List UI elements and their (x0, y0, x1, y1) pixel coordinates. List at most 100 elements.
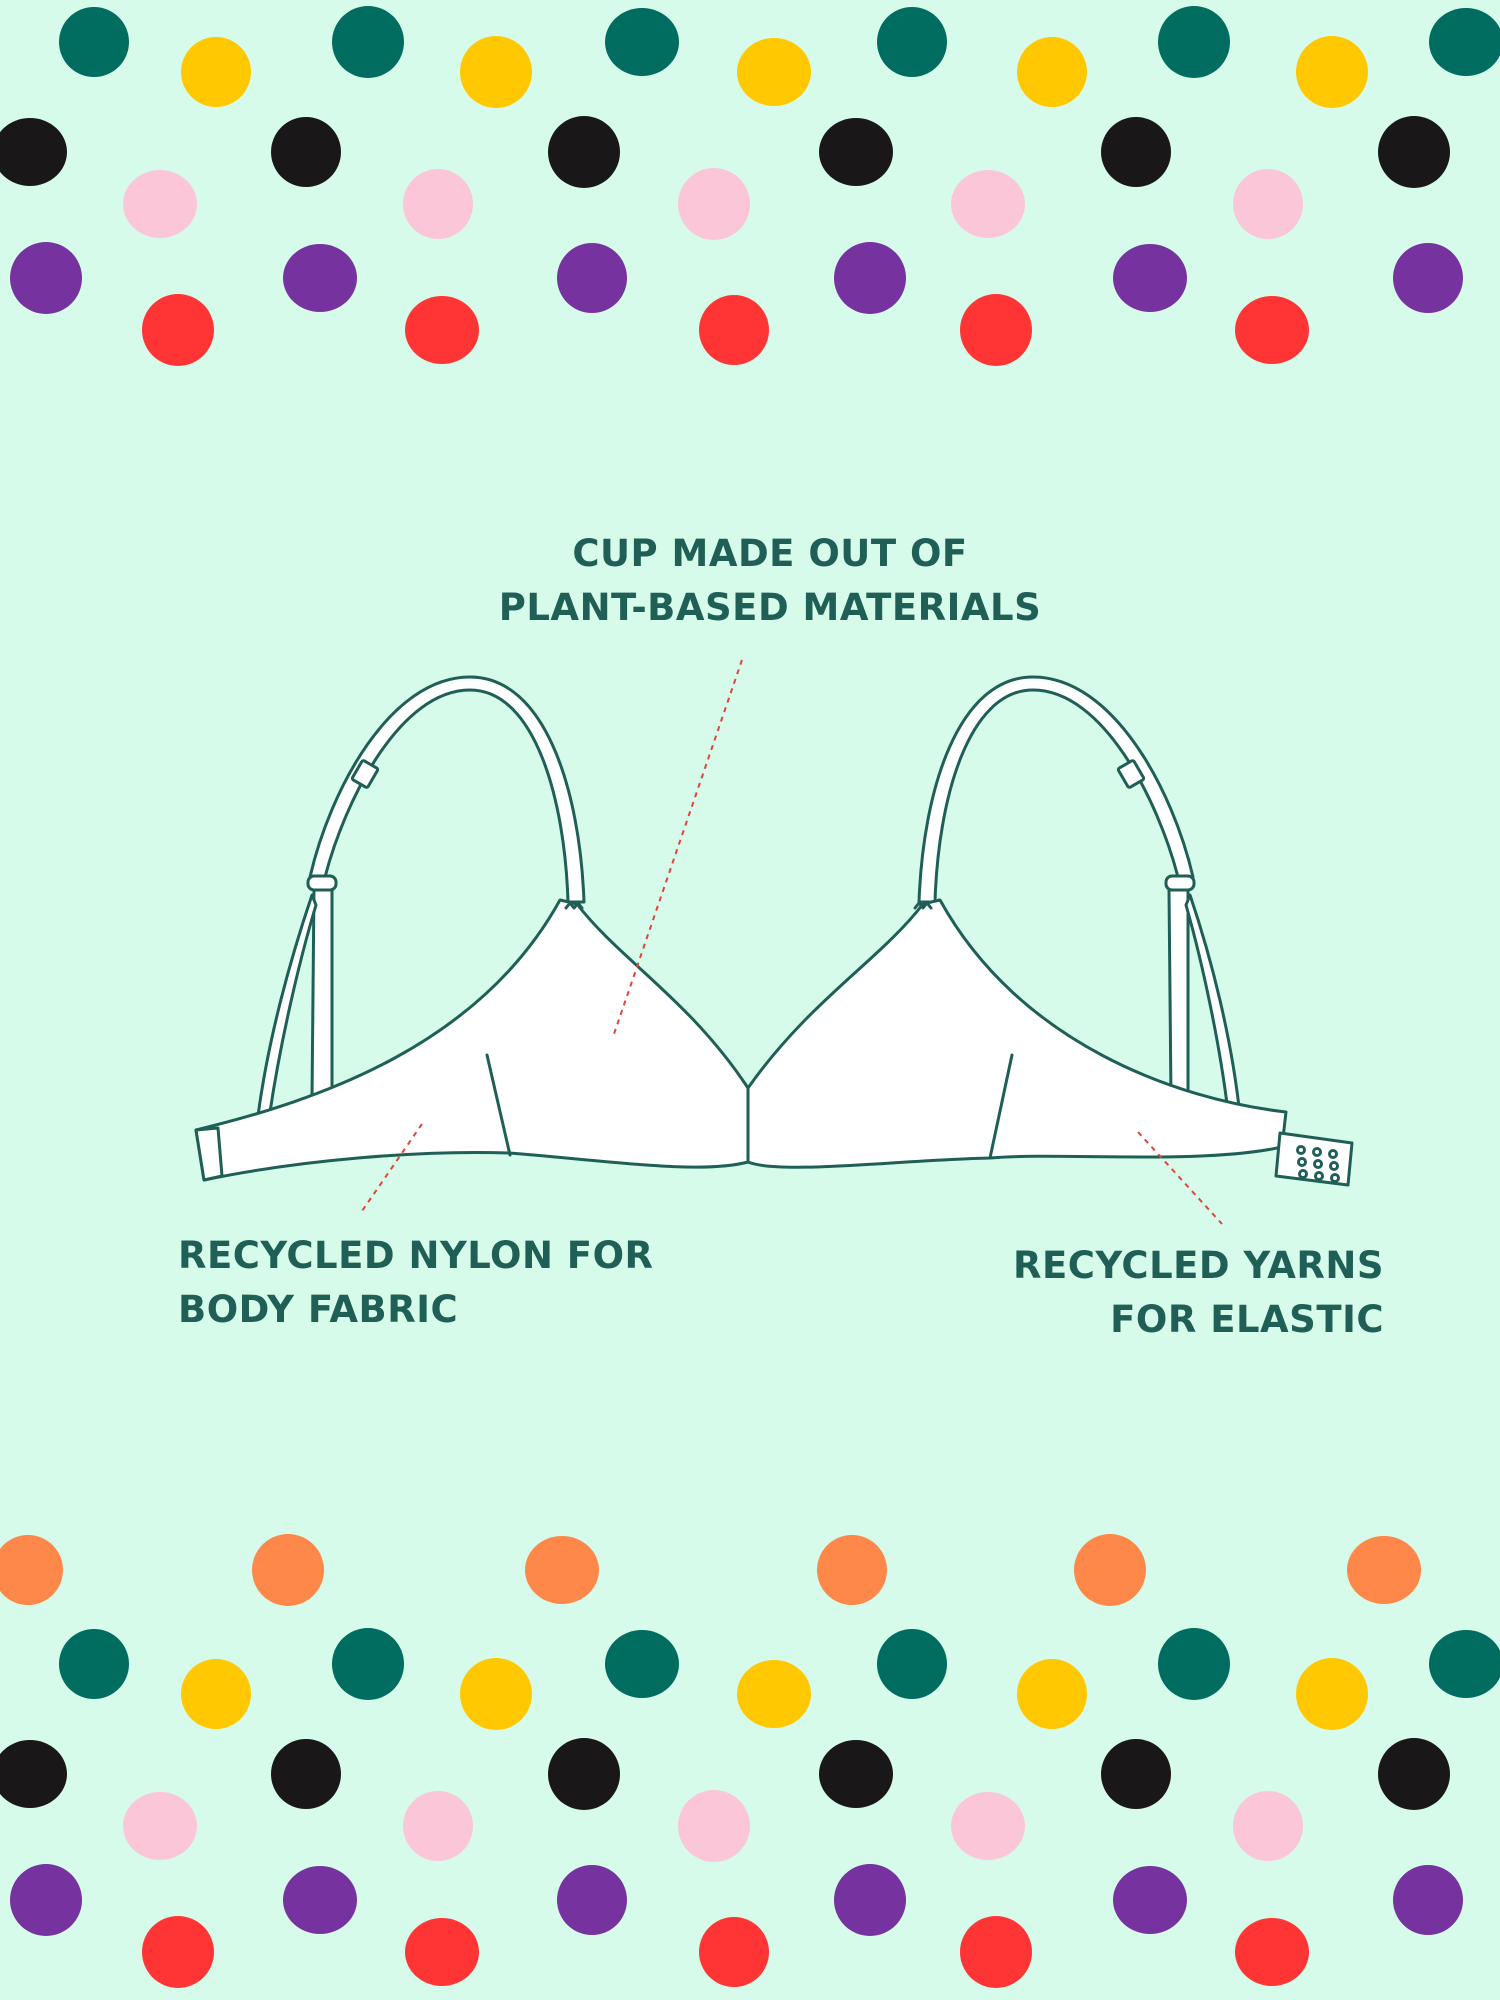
polka-dot (834, 242, 906, 314)
polka-dot (1393, 243, 1463, 313)
polka-dot (819, 1740, 893, 1808)
polka-dot (1233, 1791, 1303, 1861)
right-strap-slider (1116, 759, 1146, 789)
polka-dot (737, 1660, 811, 1728)
polka-dot (10, 242, 82, 314)
polka-dot (405, 1918, 479, 1986)
polka-dot (271, 117, 341, 187)
polka-dot (252, 1534, 324, 1606)
polka-dot (271, 1739, 341, 1809)
polka-dot (403, 1791, 473, 1861)
polka-dot (332, 6, 404, 78)
polka-dot (1074, 1534, 1146, 1606)
polka-dot (817, 1535, 887, 1605)
bra-line-drawing-icon (194, 675, 1354, 1187)
callout-yarns-line1: RECYCLED YARNS (1013, 1244, 1384, 1287)
polka-dot (1233, 169, 1303, 239)
polka-dot (1113, 244, 1187, 312)
polka-dot (123, 1792, 197, 1860)
callout-leader-lines (359, 659, 1223, 1225)
callout-yarns: RECYCLED YARNS FOR ELASTIC (1013, 1239, 1384, 1347)
polka-dot (59, 1629, 129, 1699)
polka-dot (0, 1740, 67, 1808)
polka-dot (403, 169, 473, 239)
polka-dot (605, 1630, 679, 1698)
polka-dot (283, 1866, 357, 1934)
polka-dot (834, 1864, 906, 1936)
polka-dot (1158, 1628, 1230, 1700)
left-strap (308, 675, 586, 904)
polka-dot (181, 1659, 251, 1729)
polka-dot (181, 37, 251, 107)
left-strap-ring (306, 874, 338, 892)
polka-dot (960, 294, 1032, 366)
polka-dot (678, 168, 750, 240)
polka-dot (877, 7, 947, 77)
right-strap-ring (1164, 874, 1196, 892)
polka-dot (678, 1790, 750, 1862)
polka-dot-band-top (0, 6, 1500, 366)
polka-dot (1393, 1865, 1463, 1935)
polka-dot (877, 1629, 947, 1699)
polka-dot (460, 36, 532, 108)
polka-dot (819, 118, 893, 186)
polka-dot (1429, 1630, 1500, 1698)
leader-yarns (1137, 1131, 1223, 1225)
polka-dot (332, 1628, 404, 1700)
callout-nylon-line1: RECYCLED NYLON FOR (178, 1234, 654, 1277)
callout-nylon-line2: BODY FABRIC (178, 1288, 459, 1331)
polka-dot (1101, 117, 1171, 187)
polka-dot (0, 1535, 63, 1605)
hook-eye-closure (1274, 1131, 1354, 1187)
left-band-end (194, 1126, 224, 1182)
polka-dot (1158, 6, 1230, 78)
polka-dot (1378, 116, 1450, 188)
polka-dot (405, 296, 479, 364)
callout-yarns-line2: FOR ELASTIC (1110, 1298, 1384, 1341)
polka-dot (1101, 1739, 1171, 1809)
polka-dot (1378, 1738, 1450, 1810)
leader-nylon (359, 1123, 423, 1215)
polka-dot (142, 1916, 214, 1988)
polka-dot (1235, 296, 1309, 364)
polka-dot (548, 1738, 620, 1810)
polka-dot (951, 1792, 1025, 1860)
polka-dot (0, 118, 67, 186)
polka-dot (548, 116, 620, 188)
polka-dot (699, 295, 769, 365)
hook-eyes (1296, 1145, 1340, 1183)
polka-dot (123, 170, 197, 238)
callout-cup: CUP MADE OUT OF PLANT-BASED MATERIALS (350, 527, 1190, 635)
polka-dot (460, 1658, 532, 1730)
polka-dot (699, 1917, 769, 1987)
right-side-strap (1167, 888, 1190, 1100)
polka-dot (1347, 1536, 1421, 1604)
polka-dot (283, 244, 357, 312)
polka-dot (960, 1916, 1032, 1988)
polka-dot (557, 243, 627, 313)
left-strap-slider (350, 759, 380, 789)
callout-nylon: RECYCLED NYLON FOR BODY FABRIC (178, 1229, 654, 1337)
polka-dot (59, 7, 129, 77)
polka-dot (10, 1864, 82, 1936)
polka-dot (142, 294, 214, 366)
polka-dot (1017, 1659, 1087, 1729)
left-side-strap (310, 888, 334, 1100)
callout-cup-line1: CUP MADE OUT OF (572, 532, 968, 575)
polka-dot (1235, 1918, 1309, 1986)
polka-dot (1113, 1866, 1187, 1934)
polka-dot (605, 8, 679, 76)
polka-dot (557, 1865, 627, 1935)
polka-dot (1429, 8, 1500, 76)
polka-dot (951, 170, 1025, 238)
polka-dot-band-bottom (0, 1534, 1500, 1988)
bra-body (194, 898, 1288, 1182)
polka-dot (1017, 37, 1087, 107)
callout-cup-line2: PLANT-BASED MATERIALS (498, 586, 1042, 629)
polka-dot (737, 38, 811, 106)
polka-dot (525, 1536, 599, 1604)
polka-dot (1296, 36, 1368, 108)
seams (485, 901, 1014, 1164)
polka-dot (1296, 1658, 1368, 1730)
